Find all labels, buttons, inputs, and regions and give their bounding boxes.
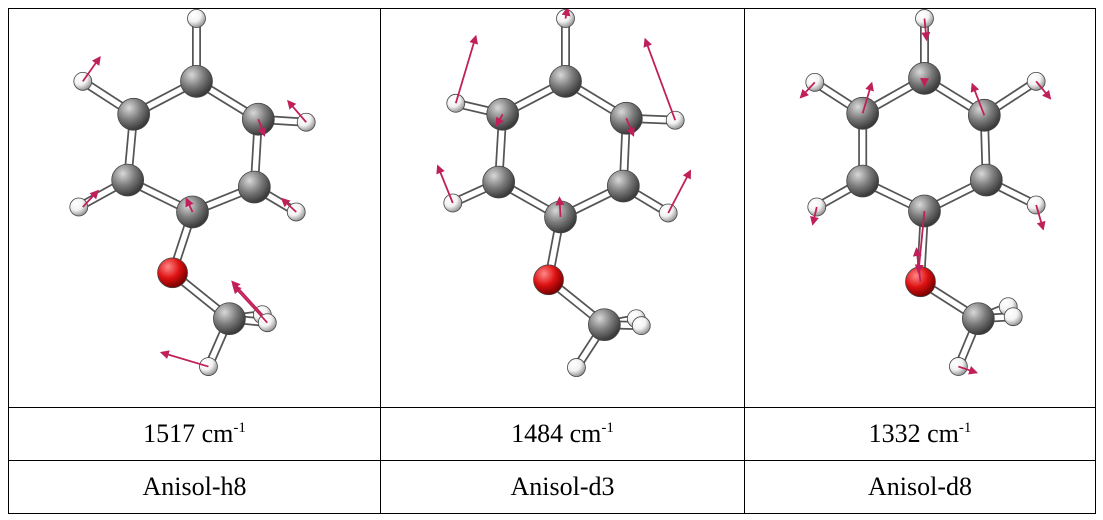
carbon-atom (549, 64, 582, 98)
hydrogen-atom (73, 71, 93, 91)
displacement-vector (799, 81, 816, 99)
hydrogen-atom (446, 93, 466, 113)
figure-table: 1517 cm-1 1484 cm-1 1332 cm-1 Anisol-h8 … (8, 8, 1096, 514)
carbon-atom (961, 302, 995, 336)
displacement-vector (287, 99, 307, 123)
hydrogen-atom (187, 9, 206, 28)
carbon-atom (969, 163, 1003, 197)
frequency-cell-1: 1517 cm-1 (8, 407, 381, 461)
molecule-cell-2 (380, 8, 745, 408)
molecule-name-2: Anisol-d3 (380, 460, 745, 514)
displacement-vector (495, 113, 505, 127)
hydrogen-atom (1003, 307, 1023, 327)
displacement-vector (643, 37, 677, 121)
displacement-vector (159, 350, 209, 368)
displacement-vector (810, 206, 819, 226)
frequency-value: 1517 (143, 419, 196, 448)
carbon-atom (606, 169, 640, 203)
displacement-vector (667, 169, 691, 214)
displacement-vector (921, 18, 931, 42)
carbon-atom (846, 164, 880, 198)
carbon-atom (213, 302, 246, 336)
hydrogen-atom (807, 197, 827, 217)
molecule-cell-3 (744, 8, 1096, 408)
molecule-d3-drawing (436, 9, 691, 377)
displacement-vector (454, 34, 478, 104)
frequency-unit: cm (927, 419, 959, 448)
carbon-atom (588, 308, 621, 342)
displacement-vector (555, 196, 565, 218)
frequency-cell-3: 1332 cm-1 (744, 407, 1096, 461)
displacement-vector (625, 117, 635, 137)
displacement-vector (82, 189, 99, 208)
frequency-exponent: -1 (958, 420, 972, 436)
displacement-vector (436, 164, 454, 204)
image-row (8, 8, 1096, 408)
displacement-vector (280, 197, 297, 213)
displacement-vector (912, 247, 922, 282)
carbon-atom (609, 101, 643, 135)
molecule-name-3: Anisol-d8 (744, 460, 1096, 514)
displacement-vector (914, 210, 926, 274)
displacement-vector (970, 82, 986, 116)
frequency-exponent: -1 (601, 420, 614, 436)
molecule-d8-drawing (799, 9, 1052, 376)
molecule-name-1: Anisol-h8 (8, 460, 381, 514)
displacement-vector (82, 55, 101, 82)
frequency-unit: cm (201, 419, 234, 448)
displacement-vector (1035, 204, 1046, 231)
displacement-vector (1035, 80, 1052, 100)
carbon-atom (241, 102, 275, 136)
displacement-vector (185, 197, 194, 213)
hydrogen-atom (631, 316, 651, 336)
carbon-atom (117, 97, 151, 131)
frequency-row: 1517 cm-1 1484 cm-1 1332 cm-1 (8, 407, 1096, 461)
name-row: Anisol-h8 Anisol-d3 Anisol-d8 (8, 460, 1096, 514)
displacement-vector (232, 284, 268, 324)
oxygen-atom (533, 264, 564, 296)
hydrogen-atom (69, 197, 89, 217)
frequency-value: 1484 (511, 419, 564, 448)
oxygen-atom (157, 257, 188, 289)
displacement-vector (257, 118, 266, 137)
hydrogen-atom (567, 358, 586, 377)
frequency-cell-2: 1484 cm-1 (380, 407, 745, 461)
frequency-unit: cm (569, 419, 602, 448)
carbon-atom (482, 165, 516, 199)
displacement-vector (958, 365, 979, 375)
carbon-atom (176, 195, 209, 229)
frequency-value: 1332 (868, 419, 921, 448)
displacement-vector (861, 81, 874, 114)
molecule-h8-drawing (69, 9, 316, 376)
carbon-atom (111, 163, 145, 197)
displacement-vector (561, 9, 571, 19)
carbon-atom (180, 64, 213, 98)
carbon-atom (237, 170, 271, 204)
molecule-cell-1 (8, 8, 381, 408)
frequency-exponent: -1 (233, 420, 246, 436)
